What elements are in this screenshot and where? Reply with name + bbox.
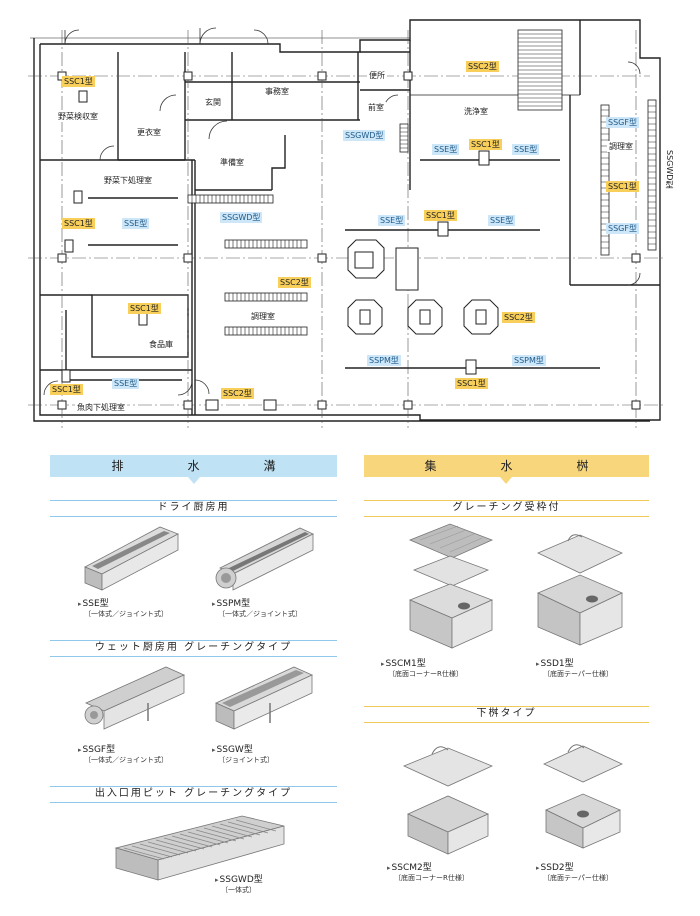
product-note-ssd2: 〔底面テーパー仕様〕	[543, 874, 613, 882]
drain-header-notch	[188, 477, 200, 484]
product-name-sscm1: SSCM1型	[381, 656, 426, 669]
room-label-shokuhin: 食品庫	[147, 339, 175, 350]
product-name-sspm: SSPM型	[212, 596, 251, 609]
product-name-ssd2: SSD2型	[536, 860, 574, 873]
side-label-ssgwd: SSGWD型	[665, 150, 674, 189]
tag-ssc1: SSC1型	[469, 139, 502, 150]
product-image-sscm1	[408, 523, 494, 649]
tag-ssc1: SSC1型	[62, 218, 95, 229]
room-label-chori: 調理室	[249, 311, 277, 322]
drain-sub-entrance: 出入口用ピット グレーチングタイプ	[94, 788, 293, 799]
product-image-ssgw	[215, 666, 313, 730]
tag-sse: SSE型	[512, 144, 540, 155]
divider	[364, 722, 649, 723]
room-label-zenshitsu: 前室	[366, 102, 386, 113]
sump-sub-lower: 下桝タイプ	[476, 708, 537, 719]
tag-ssc1: SSC1型	[606, 181, 639, 192]
tag-sse: SSE型	[378, 215, 406, 226]
product-name-sscm2: SSCM2型	[387, 860, 432, 873]
divider	[364, 516, 649, 517]
divider	[50, 640, 337, 641]
product-note-ssd1: 〔底面テーパー仕様〕	[543, 670, 613, 678]
tag-ssc2: SSC2型	[221, 388, 254, 399]
drain-sub-dry: ドライ厨房用	[157, 502, 230, 513]
room-label-benjo: 便所	[367, 70, 387, 81]
room-label-yasai-shori: 野菜下処理室	[102, 175, 154, 186]
divider	[50, 802, 337, 803]
product-note-sscm2: 〔底面コーナーR仕様〕	[394, 874, 469, 882]
tag-sse: SSE型	[112, 378, 140, 389]
tag-ssc2: SSC2型	[502, 312, 535, 323]
tag-sse: SSE型	[488, 215, 516, 226]
tag-ssc1: SSC1型	[424, 210, 457, 221]
divider	[50, 516, 337, 517]
product-note-ssgw: 〔ジョイント式〕	[218, 756, 274, 764]
tag-sse: SSE型	[122, 218, 150, 229]
room-label-yasai-kensyu: 野菜検収室	[56, 111, 100, 122]
product-note-sscm1: 〔底面コーナーR仕様〕	[388, 670, 463, 678]
room-label-genkan: 玄関	[203, 97, 223, 108]
tag-sse: SSE型	[432, 144, 460, 155]
drain-sub-wet: ウェット厨房用 グレーチングタイプ	[94, 642, 293, 653]
tag-ssgwd: SSGWD型	[343, 130, 386, 141]
product-image-sse	[84, 526, 179, 591]
tag-ssc1: SSC1型	[128, 303, 161, 314]
divider	[50, 656, 337, 657]
tag-ssc1: SSC1型	[455, 378, 488, 389]
room-label-gyoniku: 魚肉下処理室	[75, 402, 127, 413]
product-note-ssgwd: 〔一体式〕	[221, 886, 256, 894]
room-label-koui: 更衣室	[135, 127, 163, 138]
product-name-ssgw: SSGW型	[212, 742, 253, 755]
tag-ssgf: SSGF型	[606, 223, 639, 234]
product-note-sse: 〔一体式／ジョイント式〕	[84, 610, 168, 618]
sump-header-notch	[500, 477, 512, 484]
product-image-ssgf	[84, 666, 185, 730]
product-image-ssgwd	[114, 815, 285, 881]
room-label-jimu: 事務室	[263, 86, 291, 97]
product-name-ssgwd: SSGWD型	[215, 872, 263, 885]
divider	[364, 706, 649, 707]
tag-sspm: SSPM型	[512, 355, 546, 366]
sump-sub-grating: グレーチング受枠付	[452, 502, 561, 513]
floor-plan	[28, 19, 665, 428]
room-label-junbi: 準備室	[218, 157, 246, 168]
tag-ssc2: SSC2型	[278, 277, 311, 288]
product-name-sse: SSE型	[78, 596, 109, 609]
product-image-ssd2	[543, 744, 623, 849]
tag-ssc1: SSC1型	[62, 76, 95, 87]
product-image-sspm	[215, 527, 314, 591]
divider	[50, 500, 337, 501]
product-image-sscm2	[402, 746, 494, 855]
product-note-sspm: 〔一体式／ジョイント式〕	[218, 610, 302, 618]
tag-ssc1: SSC1型	[50, 384, 83, 395]
drain-section-header: 排 水 溝	[50, 455, 337, 477]
divider	[364, 500, 649, 501]
tag-ssgf: SSGF型	[606, 117, 639, 128]
room-label-chori-right: 調理室	[607, 141, 635, 152]
tag-ssgwd: SSGWD型	[220, 212, 263, 223]
product-name-ssgf: SSGF型	[78, 742, 116, 755]
divider	[50, 786, 337, 787]
product-image-ssd1	[537, 534, 623, 646]
tag-ssc2: SSC2型	[466, 61, 499, 72]
room-label-senjo: 洗浄室	[462, 106, 490, 117]
tag-sspm: SSPM型	[367, 355, 401, 366]
product-note-ssgf: 〔一体式／ジョイント式〕	[84, 756, 168, 764]
product-name-ssd1: SSD1型	[536, 656, 574, 669]
sump-section-header: 集 水 桝	[364, 455, 649, 477]
